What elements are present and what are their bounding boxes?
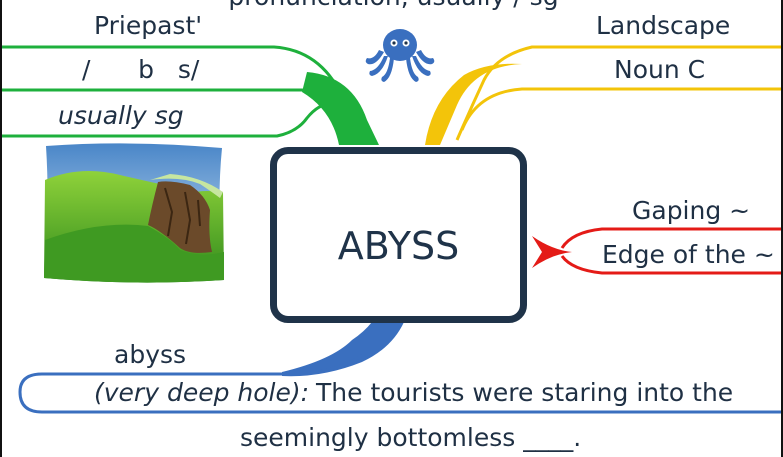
left-label-usage: usually sg [58, 101, 184, 130]
example-sentence-line-2: seemingly bottomless ____. [240, 423, 582, 452]
red-branch-root [532, 236, 572, 268]
red-line-1 [560, 227, 781, 249]
left-label-translation: Priepast' [94, 11, 203, 40]
green-branch-root [302, 72, 379, 145]
center-word: ABYSS [337, 224, 460, 268]
left-label-pronunciation: / b s/ [82, 55, 200, 84]
right-label-word-class: Noun C [614, 55, 706, 84]
blue-branch [18, 353, 781, 414]
red-branch [560, 227, 781, 275]
yellow-branch [455, 45, 781, 141]
collocation-2: Edge of the ~ [602, 240, 775, 269]
red-line-2 [560, 255, 781, 275]
blue-branch-root [282, 322, 404, 377]
clipped-top-text: pronunciation, usually / sg [2, 0, 781, 11]
octopus-icon [365, 29, 435, 82]
example-sentence-line-1: The tourists were staring into the [316, 378, 734, 407]
yellow-branch-root [425, 63, 522, 145]
blue-line-bottom [18, 372, 781, 414]
collocation-1: Gaping ~ [632, 196, 751, 225]
landscape-image [44, 143, 224, 283]
yellow-line-2 [460, 87, 781, 131]
center-word-box: ABYSS [270, 147, 527, 323]
right-label-topic: Landscape [596, 11, 731, 40]
bottom-word: abyss [114, 340, 187, 369]
blue-line-top [42, 353, 363, 376]
definition: (very deep hole): [94, 378, 310, 407]
